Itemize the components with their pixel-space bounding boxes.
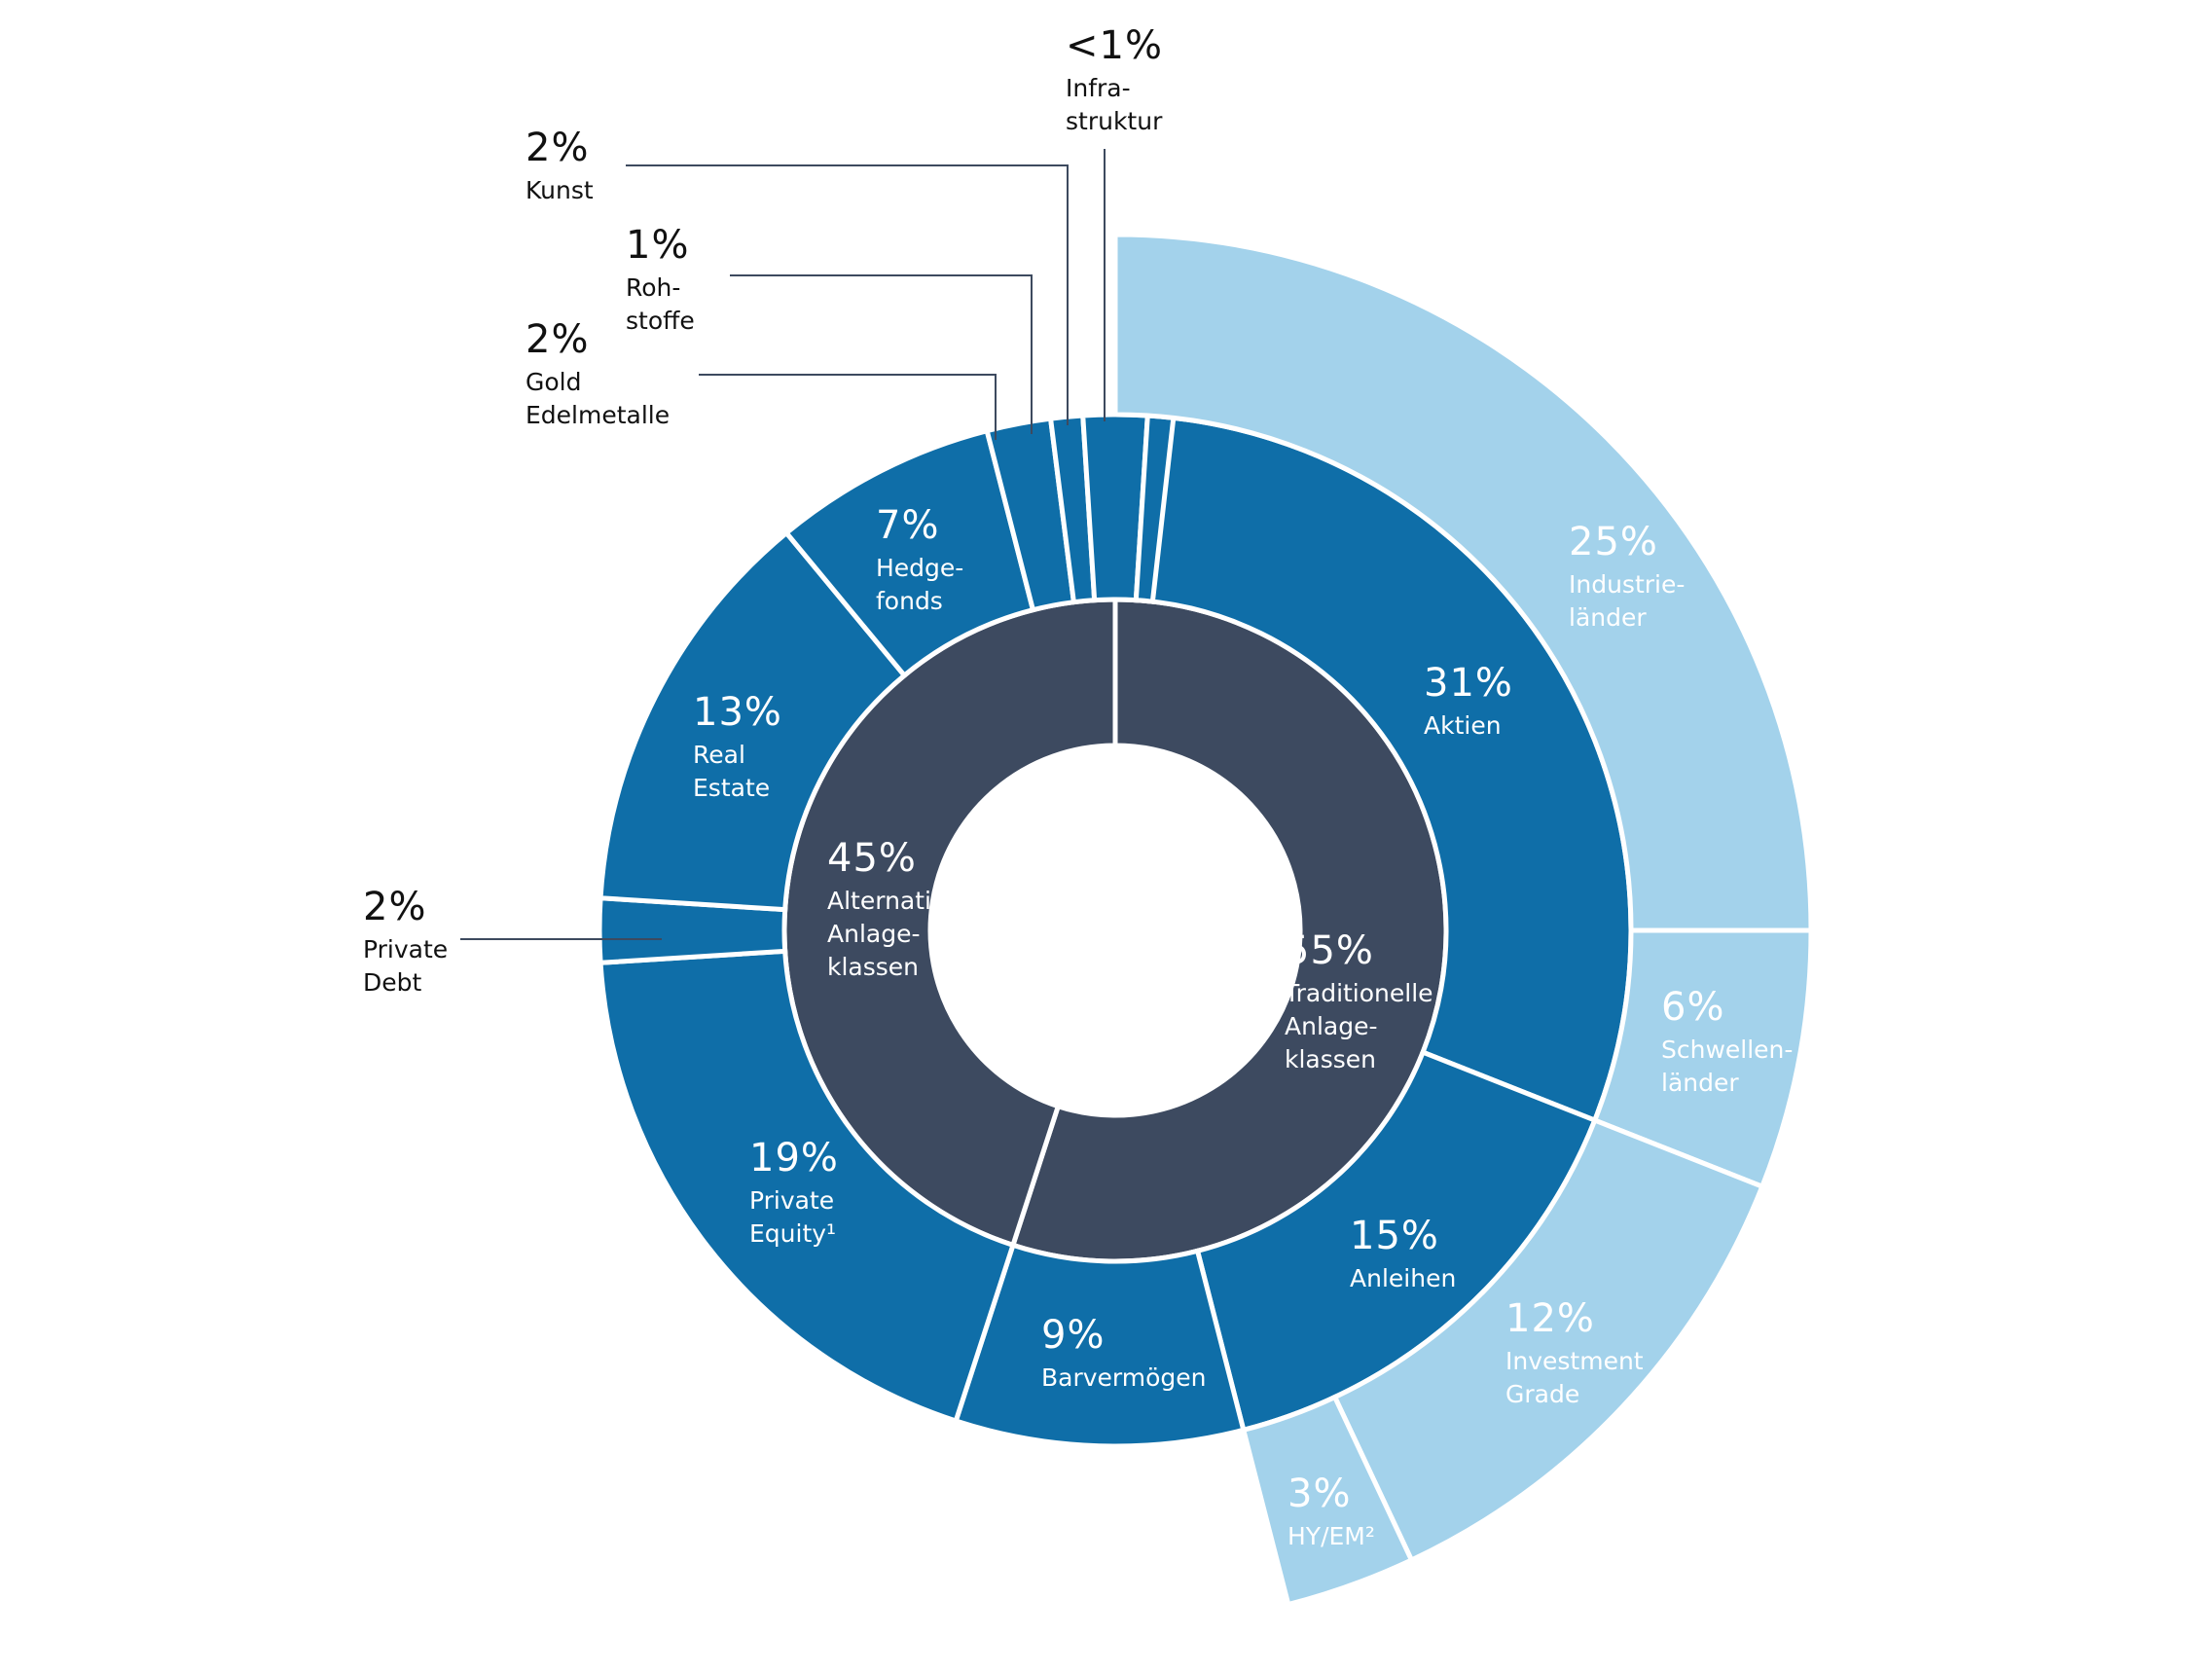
pct-private_debt: 2% [363,885,426,929]
name-gold-line-1: Gold [526,368,581,396]
name-industrielaender-line-1: Industrie- [1569,570,1685,599]
label-barvermoegen: 9% Barvermögen [1041,1313,1207,1392]
outer-segment-industrielaender [1112,232,1814,933]
name-private_equity-line-2: Equity¹ [749,1219,836,1248]
pct-aktien: 31% [1424,661,1513,706]
name-gold-line-2: Edelmetalle [526,401,670,429]
name-barvermoegen-line-1: Barvermögen [1041,1363,1207,1392]
pct-anleihen: 15% [1350,1214,1439,1258]
name-private_equity-line-1: Private [749,1186,834,1215]
outer-segment-hy_em [1240,1394,1415,1608]
name-infrastruktur-line-2: struktur [1066,107,1163,135]
pct-industrielaender: 25% [1569,520,1658,564]
pct-schwellenlaender: 6% [1661,985,1724,1030]
label-industrielaender: 25% Industrie-länder [1569,520,1685,632]
name-alt-line-3: klassen [827,953,919,981]
pct-barvermoegen: 9% [1041,1313,1105,1358]
label-hy_em: 3% HY/EM² [1287,1472,1375,1550]
label-kunst: 2% Kunst [526,126,594,204]
middle-ring [597,412,1634,1449]
pct-hedgefonds: 7% [876,503,939,548]
name-schwellenlaender-line-2: länder [1661,1069,1739,1097]
name-hedgefonds-line-1: Hedge- [876,554,963,582]
outer-ring [1112,232,1814,1608]
name-investment_grade-line-2: Grade [1505,1380,1579,1408]
leader-gold [699,374,997,440]
name-real_estate-line-2: Estate [693,774,770,802]
pct-infrastruktur: <1% [1066,23,1163,68]
name-alt-line-1: Alternative [827,887,961,915]
name-aktien-line-1: Aktien [1424,711,1502,740]
label-rohstoffe: 1% Roh-stoffe [626,223,695,335]
pct-gold: 2% [526,317,589,362]
leader-kunst [626,164,1069,425]
name-schwellenlaender-line-1: Schwellen- [1661,1036,1793,1064]
name-kunst-line-1: Kunst [526,176,594,204]
name-industrielaender-line-2: länder [1569,603,1647,632]
name-anleihen-line-1: Anleihen [1350,1264,1456,1292]
leader-rohstoffe [730,274,1033,434]
name-real_estate-line-1: Real [693,741,745,769]
name-hedgefonds-line-2: fonds [876,587,943,615]
label-schwellenlaender: 6% Schwellen-länder [1661,985,1793,1097]
label-infrastruktur: <1% Infra-struktur [1066,23,1163,135]
pct-private_equity: 19% [749,1136,839,1181]
name-trad-line-2: Anlage- [1285,1012,1377,1040]
name-rohstoffe-line-1: Roh- [626,273,680,302]
label-anleihen: 15% Anleihen [1350,1214,1456,1292]
pct-hy_em: 3% [1287,1472,1351,1516]
name-private_debt-line-1: Private [363,935,448,963]
name-private_debt-line-2: Debt [363,968,422,997]
leader-lines [460,149,1106,940]
label-aktien: 31% Aktien [1424,661,1513,740]
name-infrastruktur-line-1: Infra- [1066,74,1131,102]
middle-segment-private_equity [598,948,1017,1425]
pct-kunst: 2% [526,126,589,170]
pct-investment_grade: 12% [1505,1296,1595,1341]
segment-labels: 55%TraditionelleAnlage-klassen45%Alterna… [363,23,1793,1550]
pct-trad: 55% [1285,928,1374,973]
pct-real_estate: 13% [693,690,782,735]
label-hedgefonds: 7% Hedge-fonds [876,503,963,615]
name-hy_em-line-1: HY/EM² [1287,1522,1375,1550]
pct-alt: 45% [827,836,917,881]
name-trad-line-1: Traditionelle [1284,979,1433,1007]
name-rohstoffe-line-2: stoffe [626,307,695,335]
pct-rohstoffe: 1% [626,223,689,268]
name-investment_grade-line-1: Investment [1505,1347,1644,1375]
name-trad-line-3: klassen [1285,1045,1376,1073]
name-alt-line-2: Anlage- [827,920,920,948]
